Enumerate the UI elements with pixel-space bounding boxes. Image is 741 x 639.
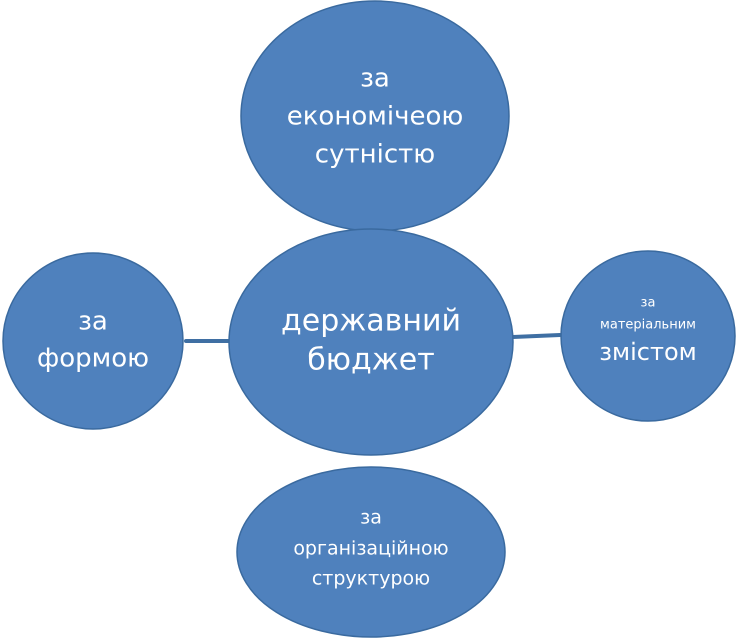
node-organizational-structure: за організаційною структурою — [236, 466, 506, 638]
connector-right — [511, 333, 562, 339]
node-organizational-structure-shape — [236, 466, 506, 638]
node-material-content: за матеріальним змістом — [560, 250, 736, 422]
node-state-budget-line-1: державний — [281, 304, 461, 339]
node-material-content-shape — [560, 250, 736, 422]
node-economic-essence-line-3: сутністю — [315, 140, 435, 170]
node-form-shape — [2, 252, 184, 430]
node-form-line-2: формою — [37, 344, 149, 374]
node-state-budget-shape — [228, 228, 514, 456]
node-material-content-line-2: матеріальним — [600, 318, 696, 333]
node-organizational-structure-line-3: структурою — [312, 568, 430, 590]
node-economic-essence-line-1: за — [360, 64, 390, 94]
node-form: за формою — [2, 252, 184, 430]
node-organizational-structure-line-1: за — [360, 507, 382, 529]
node-material-content-line-1: за — [641, 296, 656, 311]
node-form-line-1: за — [78, 307, 108, 337]
node-state-budget-line-2: бюджет — [307, 343, 434, 378]
node-economic-essence: за економічеою сутністю — [240, 0, 510, 232]
node-organizational-structure-line-2: організаційною — [293, 538, 448, 560]
node-economic-essence-line-2: економічеою — [287, 102, 464, 132]
node-state-budget: державний бюджет — [228, 228, 514, 456]
node-material-content-line-3: змістом — [599, 338, 697, 366]
